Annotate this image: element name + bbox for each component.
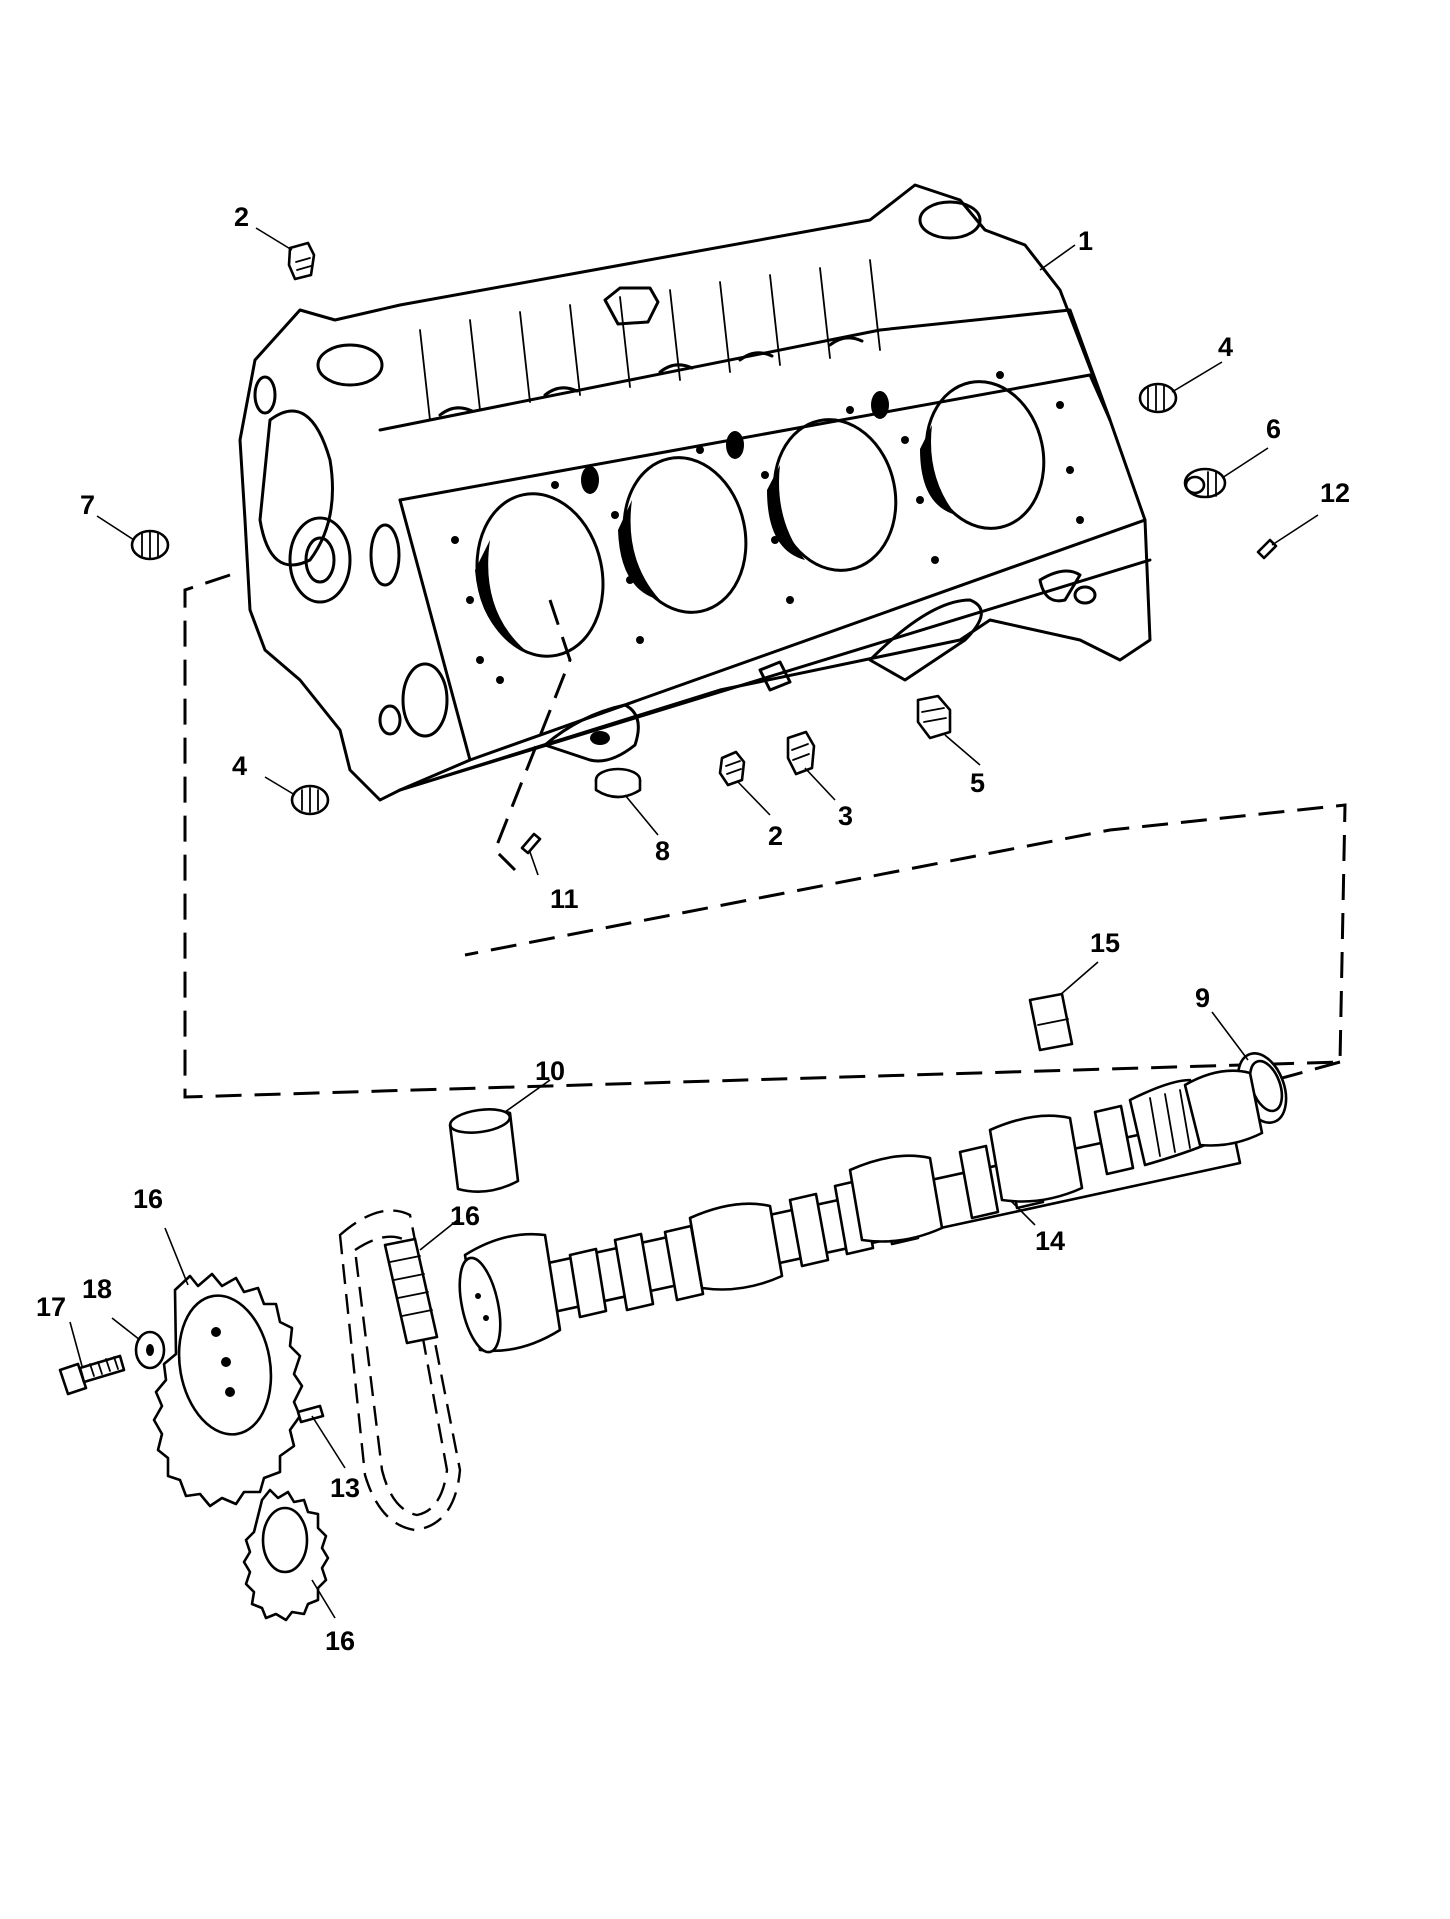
plug-3 [786,730,816,776]
plug-5 [916,694,952,740]
callout-4-left: 4 [232,751,247,781]
pin-11 [520,832,542,855]
bushing-8 [594,767,642,799]
callout-16-chain: 16 [450,1201,480,1231]
pin-13 [296,1404,325,1424]
callout-16-cam-sprocket: 16 [133,1184,163,1214]
callout-3: 3 [838,801,853,831]
callout-6: 6 [1266,414,1281,444]
plug-2-top [287,241,316,281]
engine-block [238,183,1152,802]
plug-7 [130,529,170,561]
callout-18: 18 [82,1274,112,1304]
camshaft [458,1069,1264,1354]
plug-4-right [1138,382,1178,414]
bushing-10 [448,1108,520,1193]
callout-2-lower: 2 [768,821,783,851]
pin-12 [1256,538,1278,560]
key-15 [1028,992,1074,1052]
callout-14: 14 [1035,1226,1065,1256]
plug-6 [1183,467,1227,499]
leader-lines [69,227,1319,1619]
plug-2-lower [718,750,746,787]
callout-15: 15 [1090,928,1120,958]
callout-5: 5 [970,768,985,798]
bolt-17 [58,1354,126,1396]
callout-9: 9 [1195,983,1210,1013]
callout-7: 7 [80,490,95,520]
callout-2-top: 2 [234,202,249,232]
callout-17: 17 [36,1292,66,1322]
timing-chain [338,1209,462,1532]
callout-13: 13 [330,1473,360,1503]
cam-sprocket [152,1272,304,1508]
callout-4-right: 4 [1218,332,1233,362]
callout-labels: 1 2 2 3 4 4 5 6 7 8 9 10 11 12 13 14 15 … [36,202,1350,1656]
callout-10: 10 [535,1056,565,1086]
callout-12: 12 [1320,478,1350,508]
callout-8: 8 [655,836,670,866]
callout-1: 1 [1078,226,1093,256]
crank-sprocket [242,1488,330,1622]
plug-4-left [290,784,330,816]
head-bolt-holes [451,371,1084,684]
washer-18 [134,1330,166,1370]
alignment-lines [183,573,1347,1099]
callout-16-crank-sprocket: 16 [325,1626,355,1656]
cylinder-bores [475,380,1046,658]
callout-11: 11 [550,884,579,914]
